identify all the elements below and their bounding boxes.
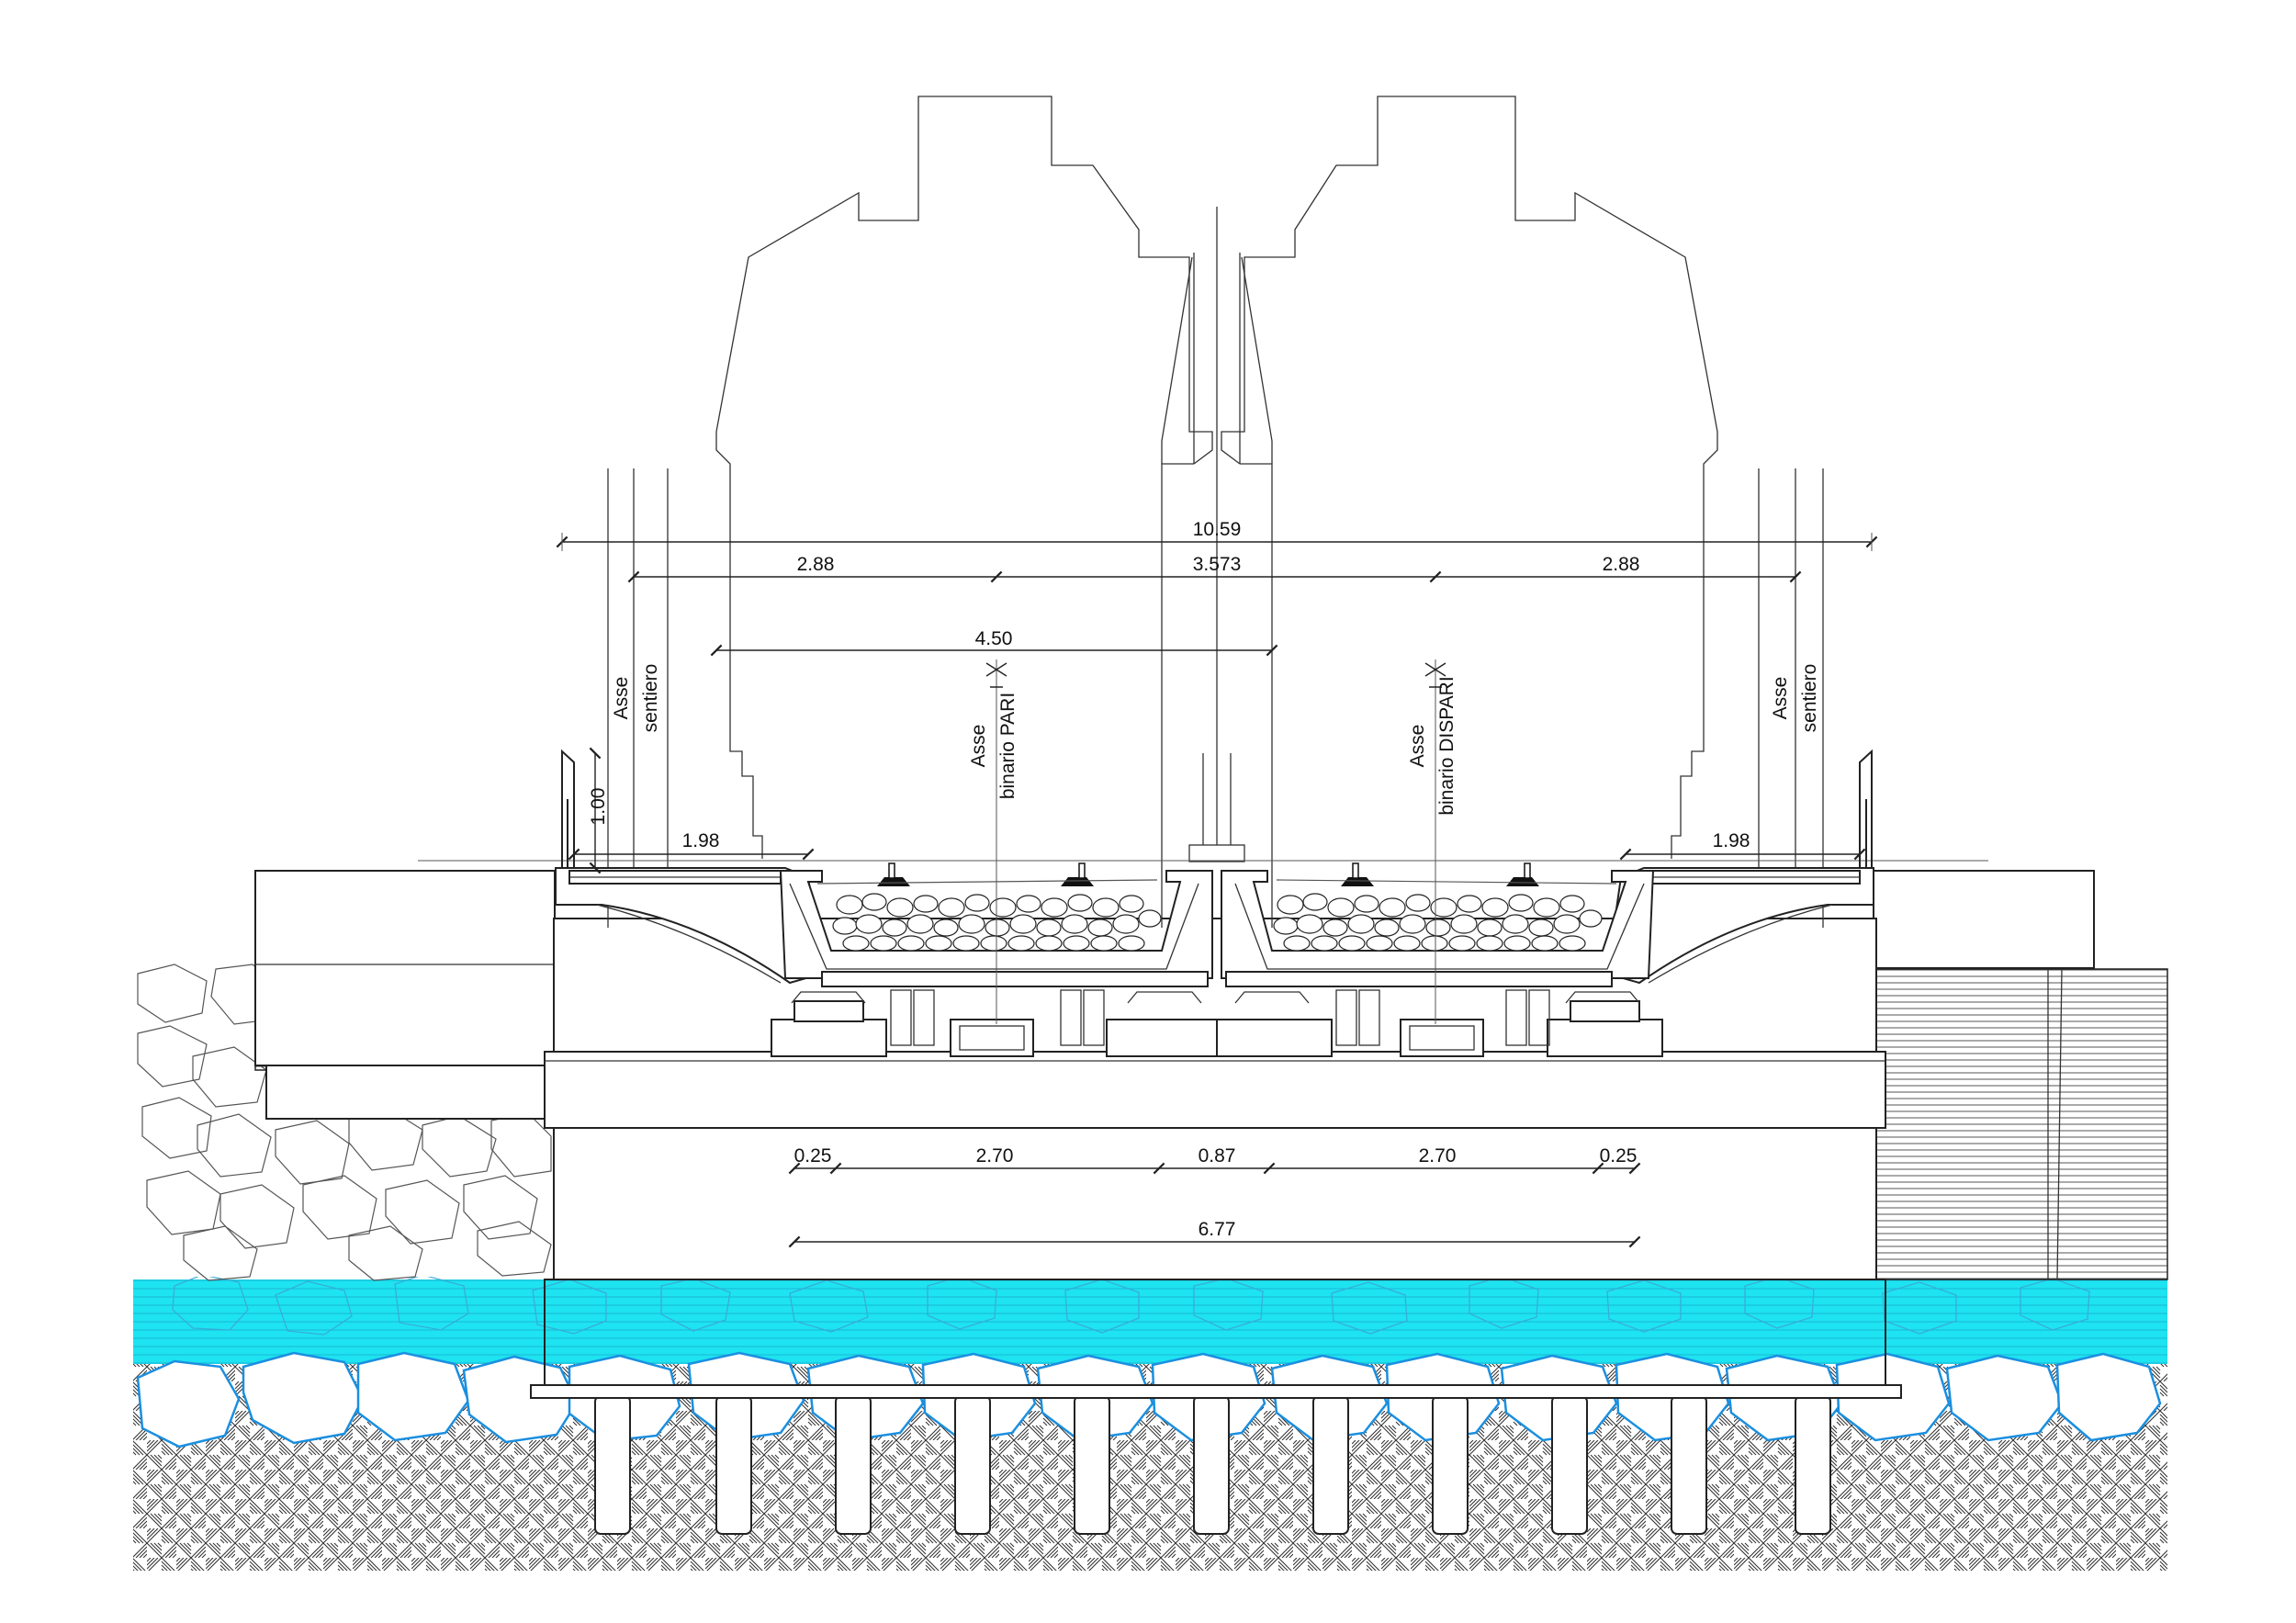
bearings <box>771 989 1663 1057</box>
catenary-mast <box>1161 207 1273 928</box>
dim-left-span: 2.88 <box>797 554 835 575</box>
pier-body <box>553 1127 1877 1280</box>
label-path-axis-left-2: sentiero <box>640 664 661 733</box>
left-abutment-block <box>254 870 556 1066</box>
dim-gauge-width: 4.50 <box>975 628 1013 649</box>
deck-left <box>555 867 824 985</box>
label-path-axis-right-1: Asse <box>1770 677 1791 720</box>
ballast-left <box>832 893 1162 952</box>
track-axis-odd <box>1424 659 1446 1024</box>
dim-right-span: 2.88 <box>1603 554 1640 575</box>
right-embankment <box>1873 968 2168 1280</box>
trough-right <box>1221 870 1655 987</box>
pier-cap <box>544 1051 1886 1129</box>
dim-base-center: 0.87 <box>1199 1145 1236 1167</box>
deck-right <box>1605 867 1874 985</box>
label-path-axis-left-1: Asse <box>611 677 632 720</box>
right-abutment-block <box>1873 870 2095 969</box>
dim-walkway-right: 1.98 <box>1713 830 1750 851</box>
trough-left <box>779 870 1213 987</box>
ballast-right <box>1273 893 1603 952</box>
dim-base-left-span: 2.70 <box>976 1145 1014 1167</box>
label-track-odd-2: binario DISPARI <box>1436 676 1458 815</box>
label-track-even-2: binario PARI <box>997 693 1019 799</box>
dim-base-total: 6.77 <box>1199 1219 1236 1240</box>
loading-gauge-left <box>715 96 1213 859</box>
dimension-base <box>788 1162 1641 1248</box>
label-track-odd-1: Asse <box>1407 725 1428 768</box>
dim-overall-width: 10.59 <box>1193 519 1242 540</box>
label-path-axis-right-2: sentiero <box>1799 664 1820 733</box>
pier-lower <box>544 1279 1886 1386</box>
left-step <box>265 1065 556 1120</box>
dim-base-right-edge: 0.25 <box>1600 1145 1638 1167</box>
track-axis-even <box>985 659 1007 1024</box>
loading-gauge-right <box>1221 96 1718 859</box>
dim-base-right-span: 2.70 <box>1419 1145 1457 1167</box>
dim-base-left-edge: 0.25 <box>794 1145 832 1167</box>
left-wall-stones <box>137 964 552 1281</box>
dim-parapet-height: 1.00 <box>588 788 609 826</box>
parapet-left <box>561 749 575 868</box>
parapet-right <box>1859 749 1873 868</box>
dimension-walkways <box>568 747 1866 874</box>
dim-center-span: 3.573 <box>1193 554 1242 575</box>
label-track-even-1: Asse <box>968 725 989 768</box>
rails-and-sleepers <box>816 862 1617 886</box>
dimension-overall <box>556 533 1878 551</box>
pile-cap <box>530 1384 1902 1399</box>
river-water <box>133 1279 2167 1364</box>
dim-walkway-left: 1.98 <box>682 830 720 851</box>
